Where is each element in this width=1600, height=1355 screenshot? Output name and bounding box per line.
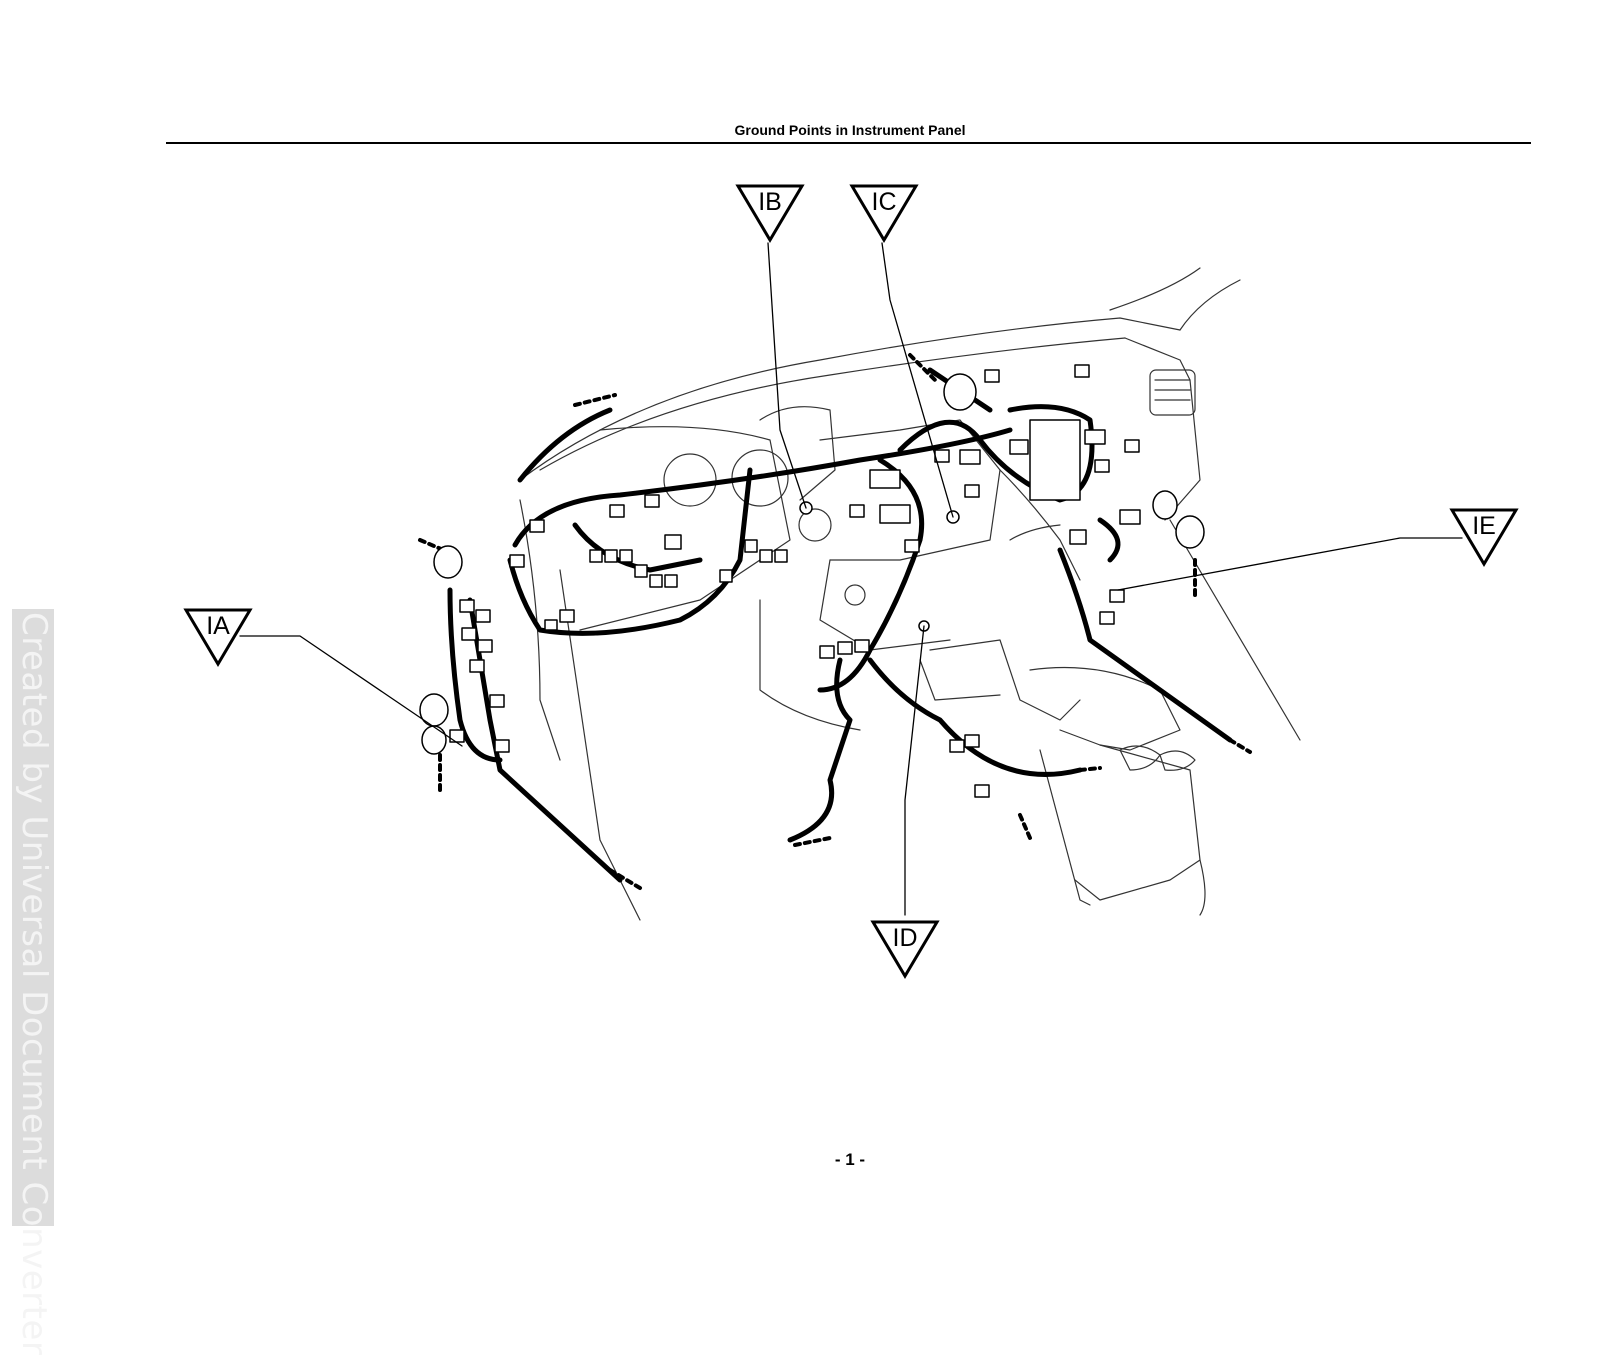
page-title: Ground Points in Instrument Panel xyxy=(734,122,966,138)
title-rule xyxy=(166,142,1531,144)
watermark-text: Created by Universal Document Converter xyxy=(14,612,54,1355)
watermark-band xyxy=(12,609,54,1226)
ground-point-ID xyxy=(870,920,940,979)
ground-point-label-ID: ID xyxy=(893,924,918,952)
ground-point-IB xyxy=(735,184,805,243)
harness-dashed-ends xyxy=(418,353,1252,890)
ground-point-label-IA: IA xyxy=(206,612,230,640)
ground-point-label-IC: IC xyxy=(872,188,897,216)
connectors xyxy=(449,364,1141,798)
wire-harness xyxy=(447,367,1233,883)
page-number: - 1 - xyxy=(834,1150,866,1169)
ground-point-IC xyxy=(849,184,919,243)
ground-point-IE xyxy=(1449,508,1519,567)
ground-point-label-IB: IB xyxy=(758,188,782,216)
leader-lines xyxy=(239,242,1463,916)
ground-bolts xyxy=(419,373,1205,755)
ground-point-IA xyxy=(183,608,253,667)
dashboard-outline xyxy=(519,267,1301,921)
instrument-panel-wiring-diagram: IA IB IC ID IE xyxy=(183,184,1519,979)
ground-point-label-IE: IE xyxy=(1472,512,1496,540)
